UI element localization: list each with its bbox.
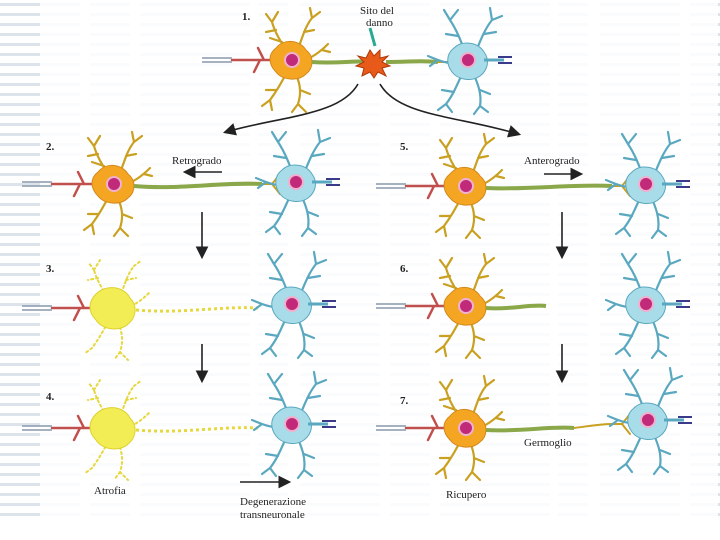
- step-5-label: 5.: [400, 141, 409, 153]
- recovery-label: Ricupero: [446, 489, 487, 501]
- step-7-sprout: [573, 423, 613, 429]
- damage-site-burst: [354, 27, 392, 79]
- atrophy-label: Atrofia: [94, 485, 126, 497]
- transneuronal-label-line1: Degenerazione: [240, 496, 306, 508]
- step-5-diagram: 5. Anterogrado: [374, 130, 692, 240]
- anterograde-label: Anterogrado: [524, 155, 580, 167]
- retrograde-label: Retrogrado: [172, 155, 222, 167]
- step-2-label: 2.: [46, 141, 55, 153]
- step-2-axon: [133, 181, 263, 190]
- branch-arrow-left: [222, 83, 359, 136]
- figure-panel: [40, 0, 718, 532]
- step-6-axon-stump: [485, 303, 547, 311]
- step-7-axon: [485, 425, 575, 433]
- sprout-label: Germoglio: [524, 437, 572, 449]
- step-7-diagram: 7. Germoglio Ricupero: [374, 366, 694, 501]
- bottom-margin: [0, 520, 720, 540]
- step-3-diagram: 3.: [20, 250, 338, 361]
- step-7-label: 7.: [400, 395, 409, 407]
- damage-site-label-line2: danno: [366, 17, 393, 29]
- transneuronal-label-line2: transneuronale: [240, 509, 305, 521]
- step-4-diagram: 4. Atrofia Degenerazione transneuronale: [20, 370, 338, 521]
- damage-site-label-line1: Sito del: [360, 5, 394, 17]
- step-3-label: 3.: [46, 263, 55, 275]
- step-2-diagram: 2. Retrogrado: [20, 128, 342, 238]
- step-4-axon-degenerating: [135, 426, 259, 433]
- branch-arrow-right: [379, 83, 522, 138]
- step-1-axon-distal: [385, 59, 439, 64]
- step-4-label: 4.: [46, 391, 55, 403]
- step-3-axon-degenerating: [135, 306, 259, 313]
- step-1-diagram: 1. Sito del danno: [200, 5, 514, 116]
- step-6-label: 6.: [400, 263, 409, 275]
- step-5-axon: [485, 183, 613, 191]
- step-1-label: 1.: [242, 11, 251, 23]
- step-6-diagram: 6.: [374, 250, 692, 360]
